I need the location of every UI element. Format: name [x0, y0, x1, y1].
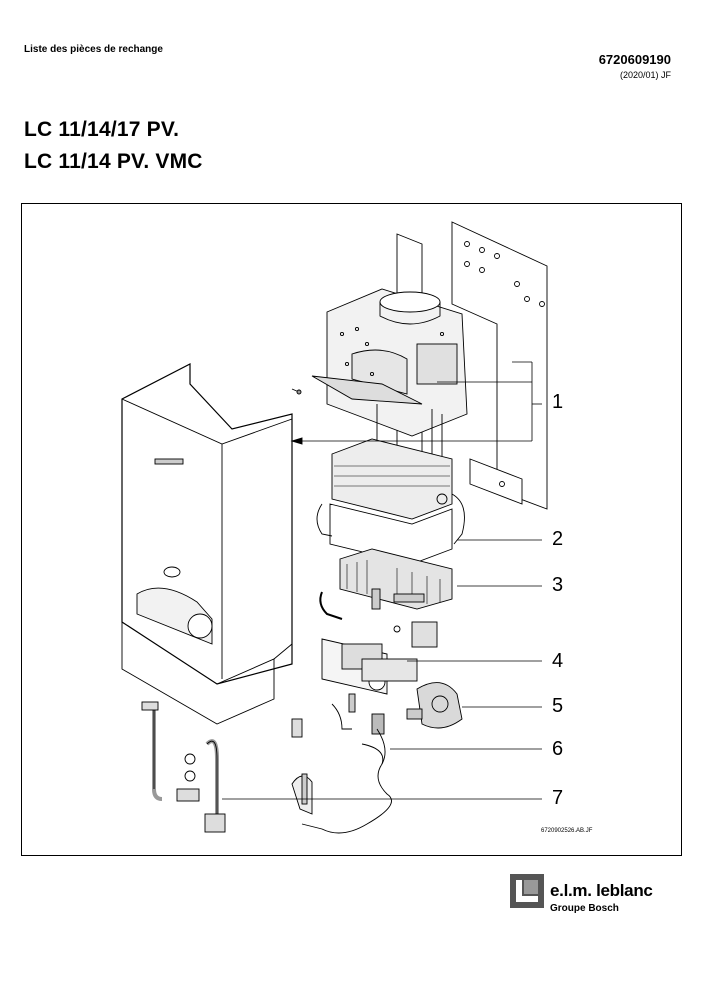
gas-valve-assembly [321, 621, 438, 695]
hoses-fittings [141, 701, 226, 833]
electrodes-wiring [291, 693, 392, 834]
callout-3: 3 [552, 574, 564, 596]
logo-group-name: Groupe Bosch [550, 903, 619, 914]
image-reference: 6720902526.AB.JF [541, 828, 593, 834]
model-title-1: LC 11/14/17 PV. [24, 118, 180, 141]
logo-mark-icon [510, 874, 544, 908]
exploded-diagram-frame: 1 2 3 4 5 6 7 6720902526.AB.JF [21, 203, 682, 856]
burner [319, 548, 453, 620]
exploded-diagram [121, 221, 548, 834]
leader-lines [222, 361, 542, 800]
callout-2: 2 [552, 528, 564, 550]
logo-brand-name: e.l.m. leblanc [550, 881, 653, 900]
doc-type-label: Liste des pièces de rechange [24, 44, 163, 55]
callout-5: 5 [552, 695, 564, 717]
front-casing [121, 363, 293, 725]
flue-hood [311, 288, 468, 456]
model-title-2: LC 11/14 PV. VMC [24, 150, 203, 173]
arrowhead [290, 437, 303, 445]
heat-exchanger [316, 438, 465, 565]
callout-1: 1 [552, 391, 564, 413]
reference-block: 6720609190 (2020/01) JF [599, 52, 671, 80]
callout-7: 7 [552, 787, 564, 809]
reference-number: 6720609190 [598, 52, 671, 67]
brand-logo: e.l.m. leblanc Groupe Bosch [510, 874, 660, 924]
reference-date: (2020/01) JF [619, 70, 671, 80]
callout-6: 6 [552, 738, 564, 760]
water-valve [406, 682, 463, 729]
model-titles: LC 11/14/17 PV. LC 11/14 PV. VMC [24, 114, 203, 178]
callout-4: 4 [552, 650, 564, 672]
